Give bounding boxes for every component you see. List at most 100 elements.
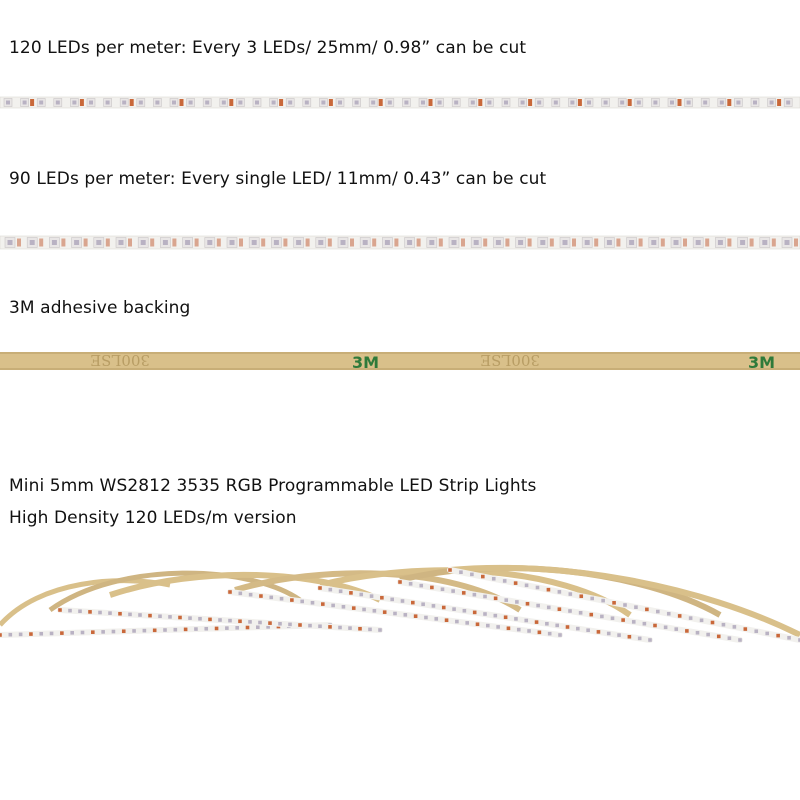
led-lens-120 [719,100,724,105]
cut-pad-90 [438,238,443,247]
led-lens-120 [105,100,110,105]
coil-led [589,612,594,617]
coil-led [534,620,539,624]
coil-led [80,630,85,635]
coil-led [754,629,759,634]
led-lens-120 [338,100,342,105]
coil-led [188,616,192,620]
cut-pad-120 [727,99,732,106]
coil-led [393,611,397,616]
cut-pad-120 [129,99,134,106]
coil-led [288,622,292,627]
coil-led [218,618,222,622]
coil-led [256,625,260,629]
cut-pad-90 [172,238,177,247]
cut-pad-90 [683,238,687,247]
led-lens-120 [404,100,409,105]
cut-pad-90 [505,238,510,247]
tape-edge-bottom [0,368,800,370]
coil-led [606,631,611,636]
coil-led [378,628,382,632]
led-lens-90 [362,240,368,245]
coil-led [228,590,232,594]
coil-led [118,611,122,616]
led-strip-90-graphic [0,235,800,250]
coil-led [483,612,487,616]
cut-pad-90 [638,238,643,247]
cut-pad-120 [777,99,782,106]
led-lens-90 [140,240,146,245]
led-lens-90 [340,240,346,245]
led-lens-120 [255,100,259,105]
coil-led [358,626,362,631]
led-lens-120 [22,100,27,105]
led-lens-120 [504,100,508,105]
pcb-90 [0,235,800,250]
coil-led [496,625,500,629]
coil-led [546,587,551,592]
tape-print-brand-2: 3M [748,353,775,372]
coil-led [631,620,636,624]
led-lens-120 [769,100,774,105]
coil-led [434,617,439,621]
led-lens-120 [288,100,293,105]
coil-led [91,630,95,634]
cut-pad-90 [216,238,221,247]
coil-led [60,631,64,635]
tape-print-code-1: 300LSE [90,351,150,369]
coil-led [88,610,92,614]
coil-led [798,638,800,642]
cut-pad-90 [483,238,488,247]
coil-led [486,623,490,628]
led-lens-120 [636,100,641,105]
coil-led [279,596,284,601]
cut-pad-90 [39,238,44,247]
led-strip-120-graphic [0,96,800,109]
coil-led [300,599,304,604]
coiled-led-strip-graphic [0,564,800,643]
coil-led [648,638,652,642]
coil-led [380,595,384,600]
coil-led [328,587,333,592]
cut-pad-90 [616,238,621,247]
coil-led [504,598,509,602]
led-lens-90 [540,240,546,245]
coil-led [451,589,455,593]
coil-loop-4 [234,570,522,613]
coil-led [579,594,584,599]
cut-pad-90 [194,238,199,247]
coil-led [266,625,270,629]
coil-led [111,629,116,634]
coil-led [645,607,649,612]
coil-led [515,600,519,604]
cut-pad-90 [727,238,732,247]
led-lens-120 [72,100,77,105]
led-lens-90 [606,240,612,245]
coil-led [536,603,540,608]
coil-led [612,601,616,605]
coil-led [637,636,642,641]
coil-led [39,631,44,636]
coiled-led-strip-image [0,540,800,660]
led-lens-120 [670,100,674,105]
adhesive-tape-graphic: 300LSE 3M 300LSE 3M [0,351,800,372]
product-subtitle: High Density 120 LEDs/m version [9,508,297,528]
led-lens-90 [51,240,57,245]
coil-led [0,633,2,637]
adhesive-backing-image: 300LSE 3M 300LSE 3M [0,350,800,374]
coil-led [627,634,632,639]
coil-led [461,591,466,595]
led-lens-90 [429,240,435,245]
cut-pad-90 [794,238,798,247]
coil-led [173,627,178,632]
led-lens-120 [537,100,542,105]
coil-led [502,579,507,583]
coil-loop-7 [449,564,800,638]
coil-led [398,580,402,584]
led-lens-90 [251,240,257,245]
coil-loop-2 [48,570,302,613]
cut-pad-120 [378,99,383,106]
cut-pad-90 [128,238,132,247]
coil-led [558,633,562,637]
coil-led [348,626,352,630]
